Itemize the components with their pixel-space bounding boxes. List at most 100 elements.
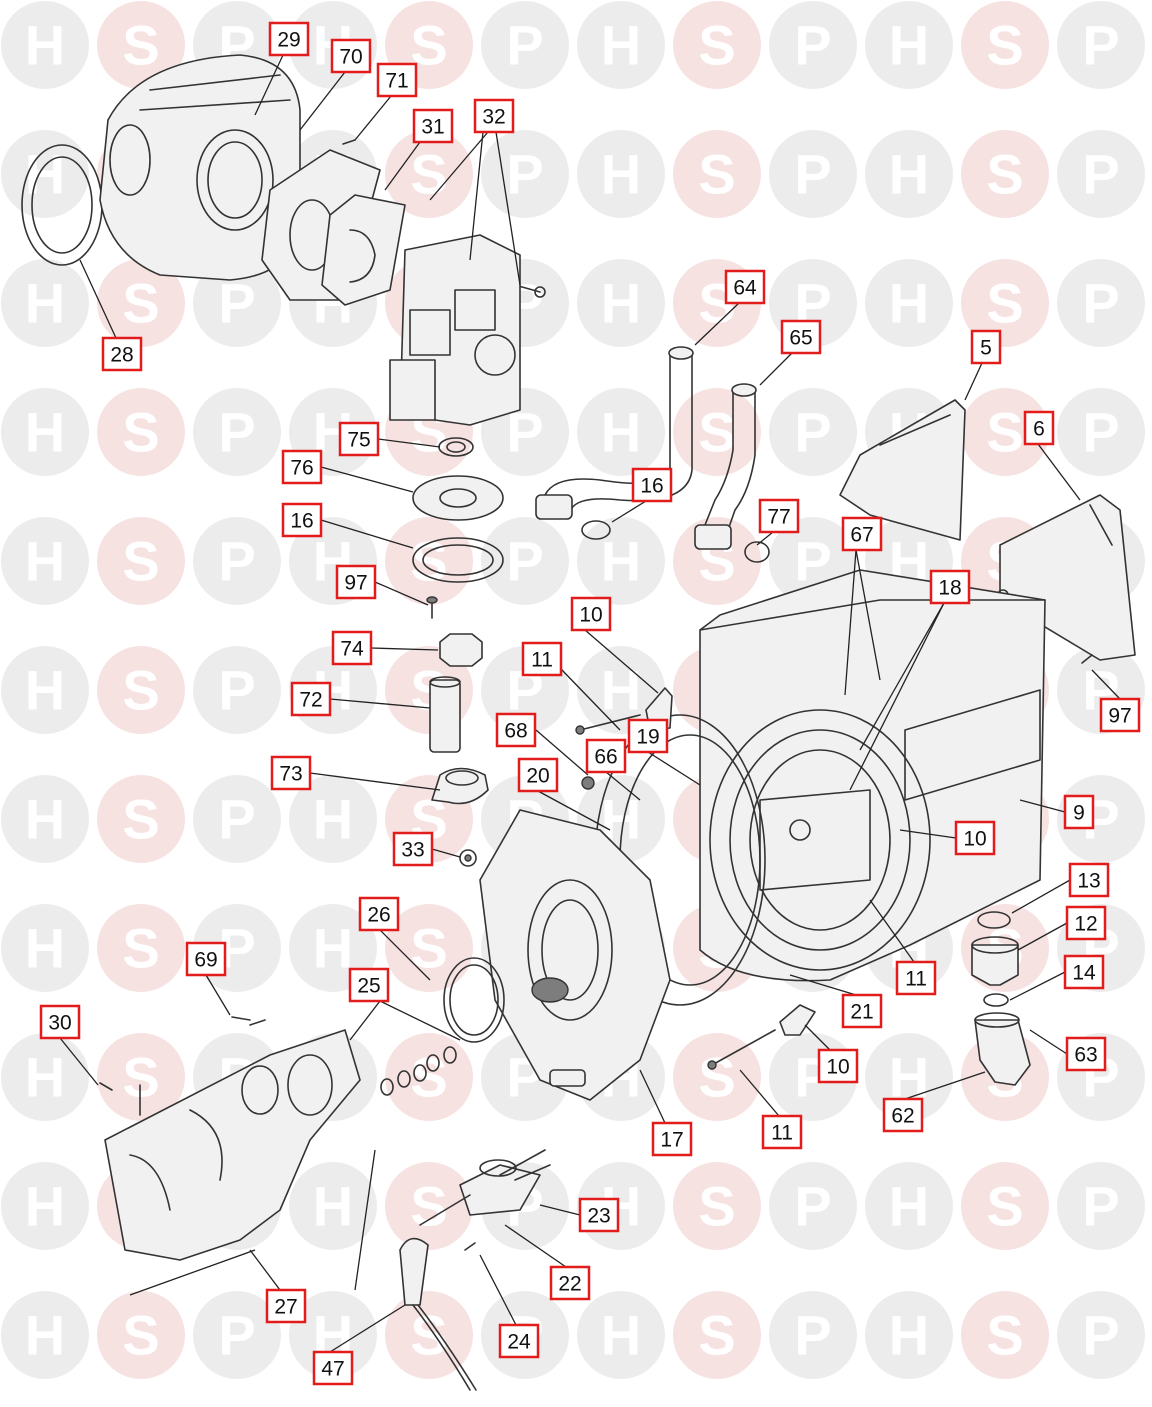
leader-line xyxy=(79,259,117,339)
part-callout-16[interactable]: 16 xyxy=(631,467,673,503)
callout-label: 27 xyxy=(274,1296,297,1319)
part-callout-13[interactable]: 13 xyxy=(1068,862,1110,898)
callout-label: 75 xyxy=(347,429,370,452)
part-callout-5[interactable]: 5 xyxy=(970,329,1002,365)
leader-line xyxy=(537,790,611,831)
part-callout-32[interactable]: 32 xyxy=(473,98,515,134)
watermark-circle xyxy=(97,646,185,734)
callout-box xyxy=(1065,905,1107,941)
part-callout-33[interactable]: 33 xyxy=(392,831,434,867)
part-callout-64[interactable]: 64 xyxy=(724,269,766,305)
part-callout-31[interactable]: 31 xyxy=(412,108,454,144)
watermark-circle xyxy=(577,646,665,734)
watermark-circle xyxy=(385,904,473,992)
watermark-circle xyxy=(577,388,665,476)
callout-box xyxy=(265,1288,307,1324)
leader-line xyxy=(59,1037,99,1086)
callout-box xyxy=(1063,954,1105,990)
callout-label: 76 xyxy=(290,457,313,480)
callout-label: 70 xyxy=(339,46,362,69)
part-callout-11[interactable]: 11 xyxy=(895,960,937,996)
part-callout-11[interactable]: 11 xyxy=(761,1114,803,1150)
watermark-circle xyxy=(481,517,569,605)
part-callout-29[interactable]: 29 xyxy=(268,21,310,57)
leader-line xyxy=(320,519,414,549)
part-callout-97[interactable]: 97 xyxy=(1099,697,1141,733)
part-callout-97[interactable]: 97 xyxy=(335,564,377,600)
callout-label: 14 xyxy=(1072,962,1096,985)
watermark-letter: P xyxy=(218,530,255,593)
part-callout-62[interactable]: 62 xyxy=(882,1097,924,1133)
part-callout-76[interactable]: 76 xyxy=(281,449,323,485)
watermark-circle xyxy=(577,1,665,89)
part-callout-22[interactable]: 22 xyxy=(549,1265,591,1301)
watermark-letter: S xyxy=(122,659,159,722)
part-callout-17[interactable]: 17 xyxy=(651,1121,693,1157)
part-callout-10[interactable]: 10 xyxy=(570,596,612,632)
part-callout-77[interactable]: 77 xyxy=(758,498,800,534)
callout-label: 64 xyxy=(733,277,757,300)
part-callout-67[interactable]: 67 xyxy=(841,516,883,552)
part-callout-10[interactable]: 10 xyxy=(954,820,996,856)
watermark-circle xyxy=(1,1033,89,1121)
watermark-circle xyxy=(97,517,185,605)
part-number-callouts: 29 70 71 31 32 28 64 65 5 6 75 76 16 16 77 97 67 18 10 74 11… xyxy=(39,21,1141,1386)
part-callout-11[interactable]: 11 xyxy=(521,641,563,677)
part-callout-74[interactable]: 74 xyxy=(331,630,373,666)
watermark-circle xyxy=(385,1291,473,1379)
leader-line xyxy=(1037,443,1081,501)
part-callout-9[interactable]: 9 xyxy=(1063,794,1095,830)
watermark-letter: H xyxy=(601,1304,641,1367)
watermark-letter: S xyxy=(122,272,159,335)
watermark-circle xyxy=(481,1,569,89)
part-callout-24[interactable]: 24 xyxy=(498,1323,540,1359)
part-callout-66[interactable]: 66 xyxy=(585,738,627,774)
part-callout-63[interactable]: 63 xyxy=(1065,1036,1107,1072)
leader-line xyxy=(849,602,945,791)
callout-label: 11 xyxy=(531,649,553,672)
watermark-letter: H xyxy=(25,14,65,77)
part-callout-70[interactable]: 70 xyxy=(330,38,372,74)
part-callout-18[interactable]: 18 xyxy=(929,569,971,605)
watermark-letter: H xyxy=(601,143,641,206)
part-callout-20[interactable]: 20 xyxy=(517,757,559,793)
callout-box xyxy=(473,98,515,134)
part-callout-68[interactable]: 68 xyxy=(495,712,537,748)
part-callout-65[interactable]: 65 xyxy=(780,319,822,355)
part-callout-28[interactable]: 28 xyxy=(101,336,143,372)
part-callout-16[interactable]: 16 xyxy=(281,502,323,538)
part-callout-73[interactable]: 73 xyxy=(270,755,312,791)
part-callout-10[interactable]: 10 xyxy=(817,1048,859,1084)
watermark-letter: H xyxy=(889,272,929,335)
part-callout-19[interactable]: 19 xyxy=(627,718,669,754)
watermark-letter: H xyxy=(601,659,641,722)
part-callout-21[interactable]: 21 xyxy=(841,993,883,1029)
part-callout-27[interactable]: 27 xyxy=(265,1288,307,1324)
part-callout-47[interactable]: 47 xyxy=(312,1350,354,1386)
callout-label: 21 xyxy=(850,1001,873,1024)
leader-line xyxy=(844,549,857,696)
watermark-circle xyxy=(961,1162,1049,1250)
part-callout-14[interactable]: 14 xyxy=(1063,954,1105,990)
watermark-letter: S xyxy=(122,14,159,77)
part-callout-12[interactable]: 12 xyxy=(1065,905,1107,941)
watermark-circle xyxy=(577,1291,665,1379)
part-callout-23[interactable]: 23 xyxy=(578,1197,620,1233)
part-callout-25[interactable]: 25 xyxy=(348,967,390,1003)
callout-label: 68 xyxy=(504,720,527,743)
part-callout-6[interactable]: 6 xyxy=(1023,410,1055,446)
part-callout-30[interactable]: 30 xyxy=(39,1004,81,1040)
watermark-letter: H xyxy=(889,1304,929,1367)
part-callout-26[interactable]: 26 xyxy=(358,896,400,932)
part-callout-69[interactable]: 69 xyxy=(185,941,227,977)
watermark-letter: P xyxy=(1082,14,1119,77)
callout-label: 65 xyxy=(789,327,812,350)
watermark-circle xyxy=(193,388,281,476)
part-callout-75[interactable]: 75 xyxy=(338,421,380,457)
leader-line xyxy=(1017,922,1068,951)
part-callout-72[interactable]: 72 xyxy=(290,681,332,717)
watermark-letter: S xyxy=(698,14,735,77)
callout-label: 11 xyxy=(905,968,927,991)
callout-label: 13 xyxy=(1077,870,1100,893)
part-callout-71[interactable]: 71 xyxy=(376,62,418,98)
